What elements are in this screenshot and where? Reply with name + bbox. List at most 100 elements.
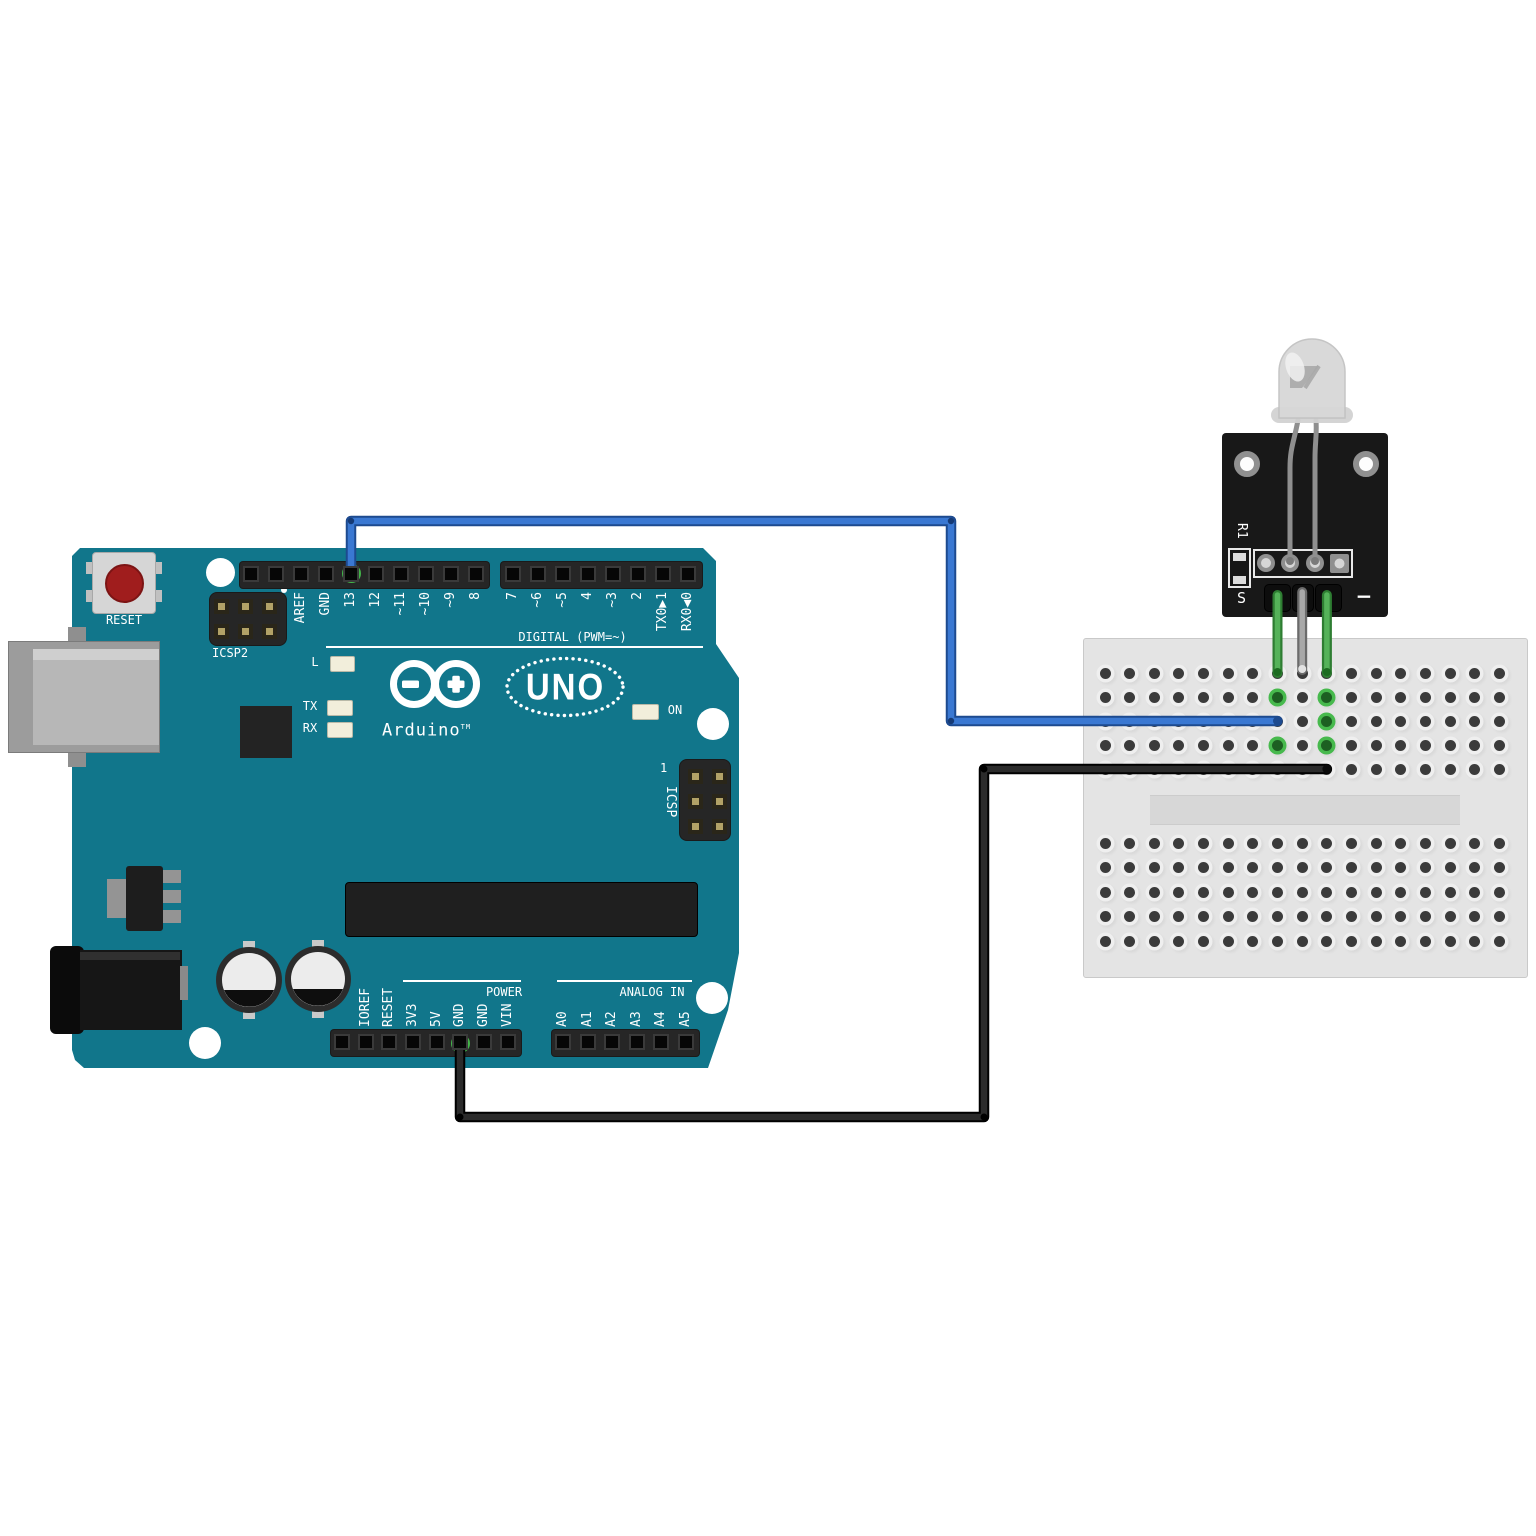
pin-label: A5 <box>678 1011 693 1027</box>
breadboard-hole <box>1099 935 1111 947</box>
pin-label: RESET <box>381 987 396 1027</box>
header-pin <box>678 1034 694 1050</box>
breadboard-hole <box>1124 886 1136 898</box>
led-l <box>330 656 355 672</box>
breadboard-hole <box>1173 886 1185 898</box>
microcontroller-chip <box>345 882 698 937</box>
breadboard-hole <box>1173 763 1185 775</box>
header-pin <box>500 1034 516 1050</box>
breadboard-hole <box>1173 691 1185 703</box>
led-rx <box>327 722 353 738</box>
breadboard-hole <box>1346 886 1357 898</box>
reset-label: RESET <box>105 613 143 627</box>
breadboard-hole <box>1099 715 1111 727</box>
pin-label: A3 <box>629 1011 644 1027</box>
mounting-hole <box>206 558 235 587</box>
breadboard-hole <box>1370 911 1382 922</box>
power-jack-cap <box>50 946 84 1034</box>
voltage-regulator-body <box>126 866 163 931</box>
breadboard-hole <box>1124 715 1136 727</box>
breadboard-hole <box>1370 886 1382 898</box>
breadboard-hole <box>1346 911 1357 922</box>
reset-button <box>92 552 156 614</box>
header-pin <box>555 566 571 582</box>
breadboard-hole <box>1272 862 1284 873</box>
icsp-pin <box>687 793 703 809</box>
breadboard-hole <box>1493 763 1505 775</box>
breadboard-hole <box>1173 739 1185 751</box>
header-pin <box>555 1034 571 1050</box>
breadboard-hole <box>1469 911 1481 922</box>
breadboard-hole <box>1321 886 1333 898</box>
breadboard-hole <box>1419 667 1431 679</box>
header-pin <box>680 566 696 582</box>
voltage-regulator-pin <box>162 870 181 883</box>
breadboard-hole <box>1272 667 1284 679</box>
breadboard-hole <box>1148 739 1160 751</box>
module-resistor-pad <box>1233 576 1246 584</box>
breadboard-hole <box>1370 837 1382 849</box>
breadboard-hole <box>1272 715 1284 727</box>
icsp2-label: ICSP2 <box>212 646 249 660</box>
breadboard-hole <box>1148 691 1160 703</box>
pin-label: A0 <box>555 1011 570 1027</box>
header-pin <box>653 1034 669 1050</box>
mounting-hole <box>189 1027 221 1059</box>
icsp-label: ICSP <box>663 786 678 818</box>
breadboard-hole <box>1247 886 1259 898</box>
breadboard-hole <box>1444 691 1456 703</box>
breadboard-hole <box>1173 715 1185 727</box>
breadboard-hole <box>1272 886 1284 898</box>
digital-silk-line <box>326 646 703 648</box>
breadboard-hole <box>1099 837 1111 849</box>
pin-label: 8 <box>468 592 483 600</box>
pin-label: 7 <box>505 592 520 600</box>
breadboard-hole <box>1469 739 1481 751</box>
power-jack-highlight <box>80 952 180 960</box>
icsp-pin <box>213 623 229 639</box>
breadboard-hole <box>1296 715 1308 727</box>
breadboard-hole <box>1370 862 1382 873</box>
led-on <box>632 704 659 720</box>
ir-led-bulb <box>1271 338 1353 423</box>
usb-interface-chip <box>240 706 292 758</box>
breadboard-hole <box>1124 667 1136 679</box>
breadboard-hole <box>1124 763 1136 775</box>
led-l-label: L <box>311 655 319 669</box>
breadboard-hole <box>1444 837 1456 849</box>
pin-label: A4 <box>653 1011 668 1027</box>
analog-caption: ANALOG IN <box>619 985 685 999</box>
breadboard-hole <box>1099 763 1111 775</box>
pin-label: ~9 <box>443 592 458 608</box>
breadboard-hole <box>1419 763 1431 775</box>
icsp-pin <box>711 793 727 809</box>
breadboard-hole <box>1222 691 1234 703</box>
breadboard-hole <box>1493 691 1505 703</box>
header-pin <box>429 1034 445 1050</box>
breadboard-hole-connected <box>1272 739 1284 751</box>
header-pin <box>580 1034 596 1050</box>
header-pin <box>381 1034 397 1050</box>
analog-header <box>552 1030 699 1056</box>
led-on-label: ON <box>667 703 683 717</box>
breadboard-hole <box>1321 667 1333 679</box>
breadboard-hole <box>1198 739 1210 751</box>
voltage-regulator-tab <box>107 879 128 918</box>
breadboard-hole <box>1395 715 1407 727</box>
breadboard-hole <box>1222 935 1234 947</box>
breadboard-hole <box>1370 763 1382 775</box>
pin-label: A2 <box>604 1011 619 1027</box>
breadboard-hole <box>1469 667 1481 679</box>
breadboard-hole <box>1296 935 1308 947</box>
breadboard-hole <box>1222 715 1234 727</box>
breadboard-hole <box>1370 935 1382 947</box>
icsp-pin <box>213 598 229 614</box>
breadboard-hole <box>1247 691 1259 703</box>
breadboard-hole <box>1148 886 1160 898</box>
module-s-label: S <box>1237 589 1247 607</box>
breadboard-hole <box>1346 739 1357 751</box>
header-pin <box>443 566 459 582</box>
breadboard-hole <box>1247 935 1259 947</box>
reset-button-tab <box>86 562 94 574</box>
